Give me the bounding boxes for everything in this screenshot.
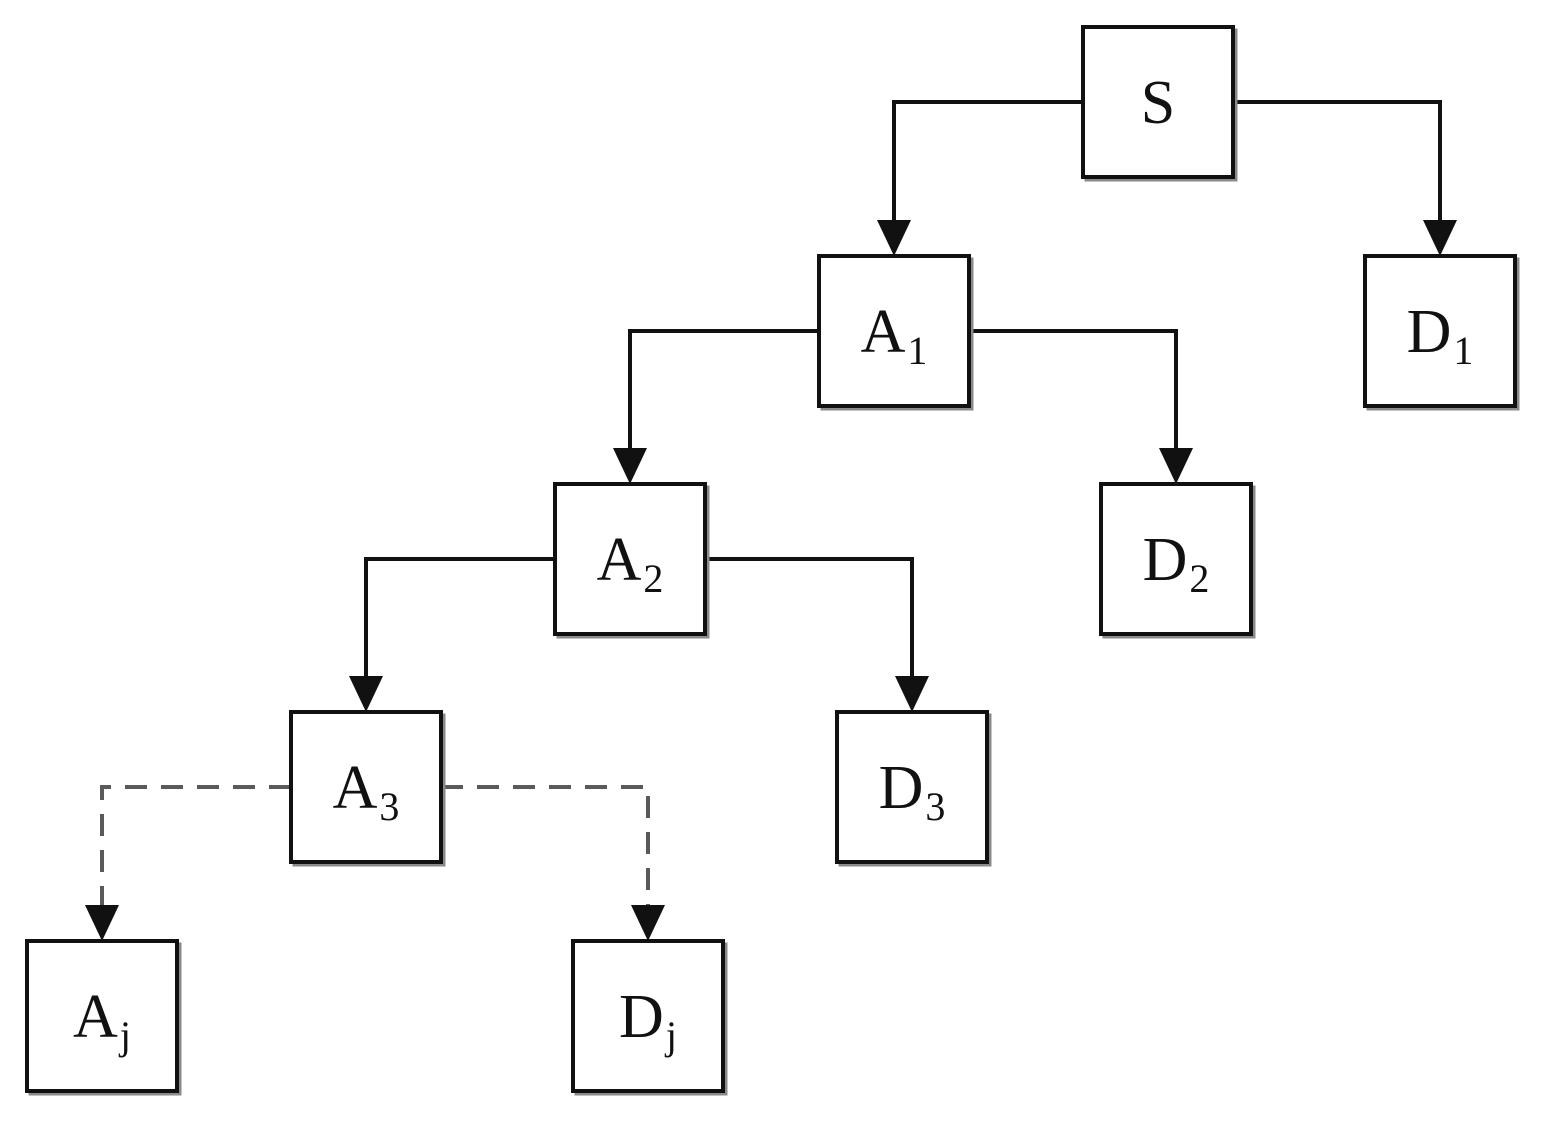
- node-Aj: Aj: [25, 939, 182, 1096]
- node-label-subscript: 3: [379, 784, 399, 829]
- edge-A2-D3: [705, 557, 929, 712]
- node-A2: A2: [553, 482, 710, 639]
- node-label-subscript: 1: [1453, 328, 1473, 373]
- node-A3: A3: [289, 710, 446, 867]
- node-label-subscript: 2: [643, 556, 663, 601]
- node-label-base: A: [73, 983, 118, 1051]
- node-Dj: Dj: [571, 939, 728, 1096]
- node-label: D3: [879, 754, 946, 829]
- arrowhead: [895, 676, 929, 712]
- edge-line: [628, 329, 819, 450]
- node-label-subscript: 2: [1189, 556, 1209, 601]
- node-label-base: A: [333, 754, 378, 822]
- arrowhead: [85, 905, 119, 941]
- node-label-base: D: [1143, 526, 1188, 594]
- node-box: [289, 710, 443, 864]
- node-label-base: A: [861, 298, 906, 366]
- node-A1: A1: [817, 254, 974, 411]
- edge-S-D1: [1233, 100, 1457, 256]
- edge-line: [705, 557, 914, 678]
- node-D3: D3: [835, 710, 992, 867]
- node-box: [553, 482, 707, 636]
- node-box: [817, 254, 971, 408]
- node-label-base: A: [597, 526, 642, 594]
- node-label-base: D: [1407, 298, 1452, 366]
- node-label: S: [1141, 69, 1175, 137]
- edge-line: [892, 100, 1083, 222]
- node-label-subscript: 3: [925, 784, 945, 829]
- edge-line: [441, 785, 650, 907]
- node-box: [835, 710, 989, 864]
- edge-line: [1233, 100, 1442, 222]
- arrowhead: [349, 676, 383, 712]
- node-box: [25, 939, 179, 1093]
- node-label-base: S: [1141, 69, 1175, 137]
- node-box: [1363, 254, 1517, 408]
- arrowhead: [877, 220, 911, 256]
- node-label-subscript: j: [664, 1013, 677, 1058]
- edge-line: [969, 329, 1178, 450]
- node-label-subscript: 1: [907, 328, 927, 373]
- arrowhead: [631, 905, 665, 941]
- edges-layer: [85, 100, 1457, 941]
- node-label-base: D: [879, 754, 924, 822]
- arrowhead: [613, 448, 647, 484]
- node-box: [1081, 25, 1235, 179]
- node-label: D1: [1407, 298, 1474, 373]
- node-label: A1: [861, 298, 928, 373]
- node-label: A3: [333, 754, 400, 829]
- node-D1: D1: [1363, 254, 1520, 411]
- edge-A2-A3: [349, 557, 555, 712]
- arrowhead: [1423, 220, 1457, 256]
- edge-line: [100, 785, 291, 907]
- edge-A1-D2: [969, 329, 1193, 484]
- node-label: Aj: [73, 983, 131, 1058]
- node-label: A2: [597, 526, 664, 601]
- node-label: D2: [1143, 526, 1210, 601]
- edge-line: [364, 557, 555, 678]
- edge-A3-Dj: [441, 785, 665, 941]
- node-box: [1099, 482, 1253, 636]
- node-label: Dj: [619, 983, 677, 1058]
- node-box: [571, 939, 725, 1093]
- node-label-base: D: [619, 983, 664, 1051]
- edge-A1-A2: [613, 329, 819, 484]
- node-D2: D2: [1099, 482, 1256, 639]
- node-S: S: [1081, 25, 1238, 182]
- edge-A3-Aj: [85, 785, 291, 941]
- node-label-subscript: j: [118, 1013, 131, 1058]
- arrowhead: [1159, 448, 1193, 484]
- edge-S-A1: [877, 100, 1083, 256]
